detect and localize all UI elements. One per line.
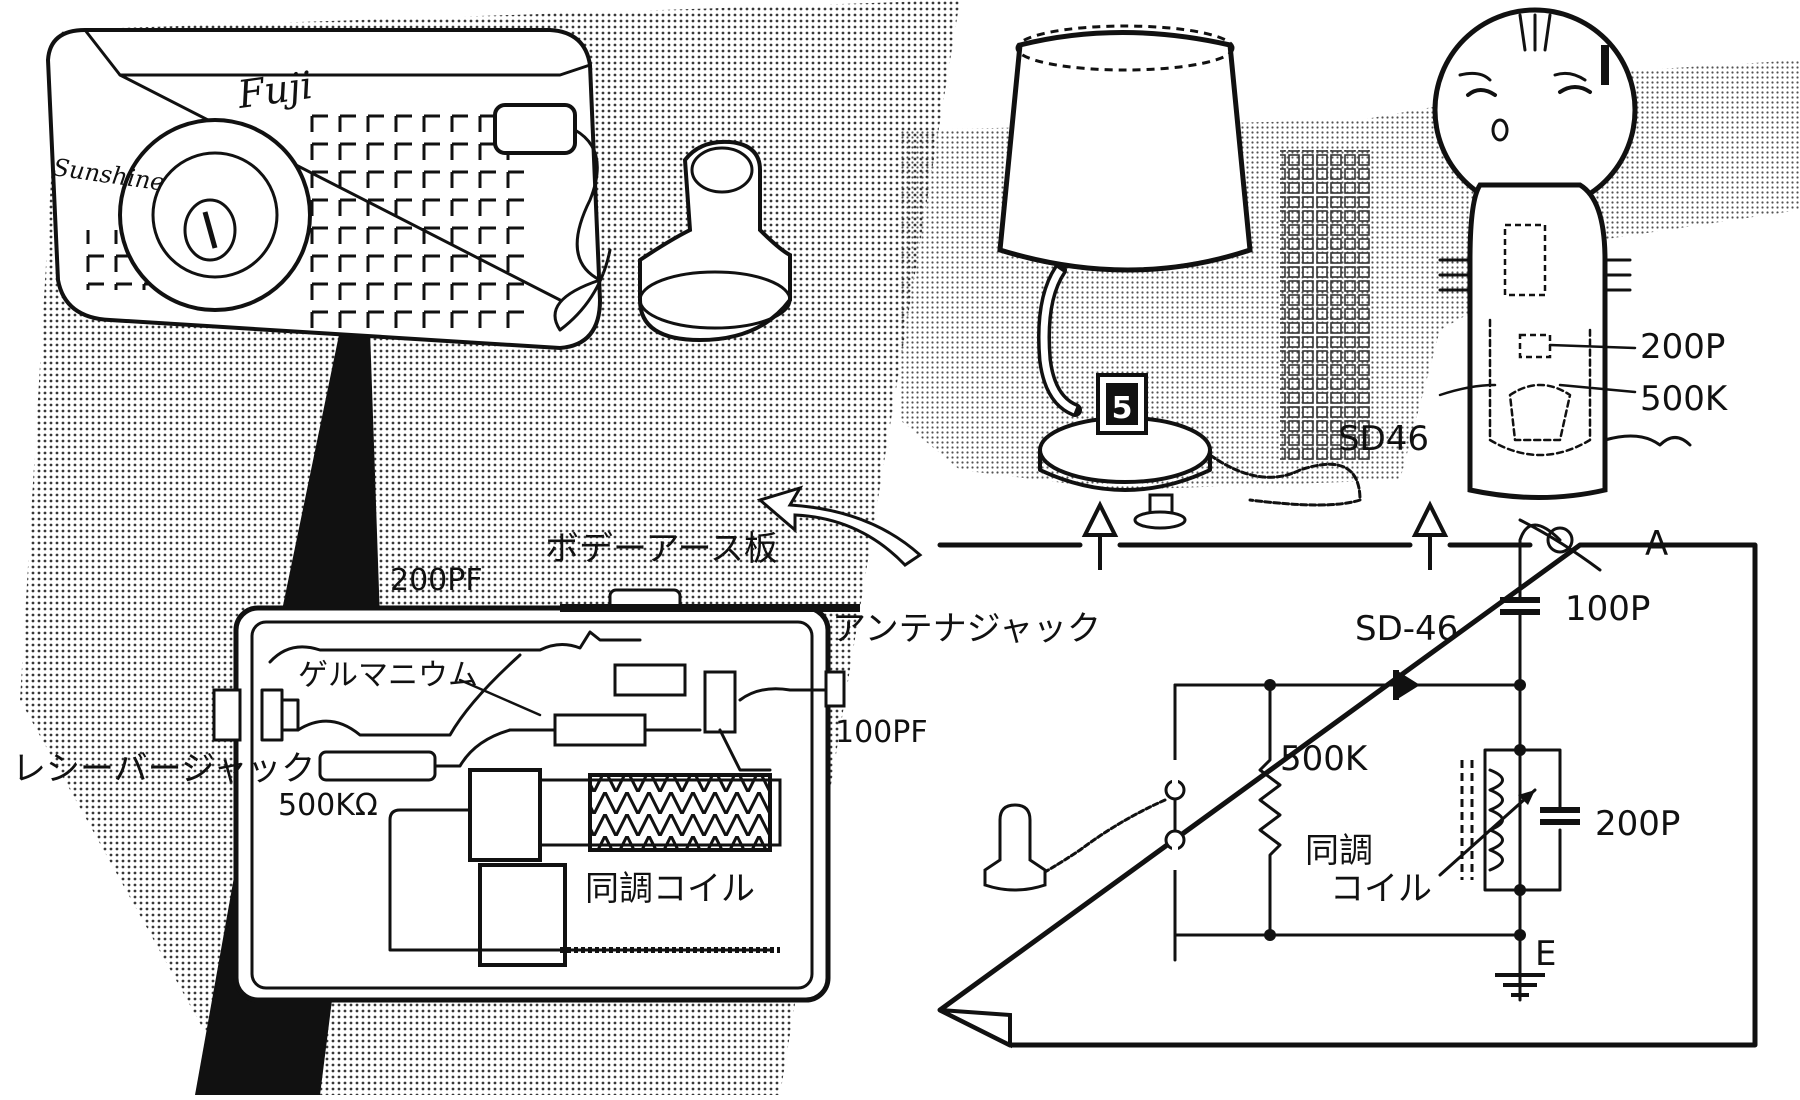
variable-capacitor-part xyxy=(478,863,567,967)
speaker-grille xyxy=(300,110,530,330)
side-jack xyxy=(493,103,577,155)
tuning-coil-part xyxy=(588,773,772,852)
germanium-diode-part xyxy=(553,713,647,747)
label-resistor-500k: 500KΩ xyxy=(278,788,378,823)
coil-bobbin xyxy=(468,768,542,862)
schematic-earphone xyxy=(983,803,1047,892)
schematic-label-antenna: A xyxy=(1645,524,1668,564)
schematic-label-coil-2: コイル xyxy=(1330,869,1432,909)
antenna-wire xyxy=(1518,518,1602,572)
arrow-to-radio xyxy=(756,485,923,567)
schematic-label-coil-1: 同調 xyxy=(1305,831,1373,871)
schematic-label-input-capacitor: 100P xyxy=(1565,589,1650,629)
doll-label-capacitor: 200P xyxy=(1640,327,1725,367)
lamp-shade xyxy=(997,30,1253,273)
resistor-part xyxy=(318,750,437,782)
kokeshi-doll xyxy=(1432,7,1692,500)
crystal-radio-box: Fuji Sunshine xyxy=(45,28,612,351)
label-body-earth: ボデーアース板 xyxy=(545,529,778,569)
resistor-symbol xyxy=(1258,683,1282,937)
capacitor-200-part xyxy=(703,670,737,734)
label-receiver-jack: レシーバージャック xyxy=(12,749,315,789)
schematic-label-earth: E xyxy=(1535,934,1556,974)
label-antenna-jack: アンテナジャック xyxy=(832,609,1101,649)
schematic-label-tuning-capacitor: 200P xyxy=(1595,804,1680,844)
doll-label-diode: SD46 xyxy=(1338,419,1429,459)
schematic-circuit xyxy=(983,518,1602,1002)
radio-case-internals xyxy=(212,588,860,1003)
label-germanium: ゲルマニウム xyxy=(298,658,478,693)
arrow-to-lamp xyxy=(1081,500,1119,570)
schematic-label-resistor: 500K xyxy=(1280,739,1369,779)
label-capacitor-100pf: 100PF xyxy=(835,715,928,750)
lamp-dial-number: 5 xyxy=(1112,391,1133,426)
wicker-panel xyxy=(1280,150,1370,460)
antenna-jack-part xyxy=(824,670,846,708)
label-capacitor-200pf: 200PF xyxy=(390,563,483,598)
diode-symbol xyxy=(1396,670,1420,700)
lamp-cord xyxy=(1208,453,1362,507)
receiver-jack-part xyxy=(212,688,242,742)
earphone xyxy=(638,139,792,343)
ground-symbol xyxy=(1495,973,1545,997)
table-lamp: 5 xyxy=(997,24,1362,530)
schematic-label-diode: SD-46 xyxy=(1355,609,1458,649)
schematic-frame xyxy=(937,542,1758,1048)
radio-brand: Fuji xyxy=(234,63,315,117)
doll-label-resistor: 500K xyxy=(1640,379,1729,419)
page-curl xyxy=(939,1008,1012,1049)
tuning-capacitor-symbol xyxy=(1540,807,1580,825)
label-tuning-coil: 同調コイル xyxy=(585,869,755,909)
input-capacitor-symbol xyxy=(1500,597,1540,615)
arrow-to-doll xyxy=(1411,500,1449,570)
earphone-lead xyxy=(1028,798,1167,882)
capacitor-100-part xyxy=(613,663,687,697)
earphone-cord xyxy=(553,128,612,332)
